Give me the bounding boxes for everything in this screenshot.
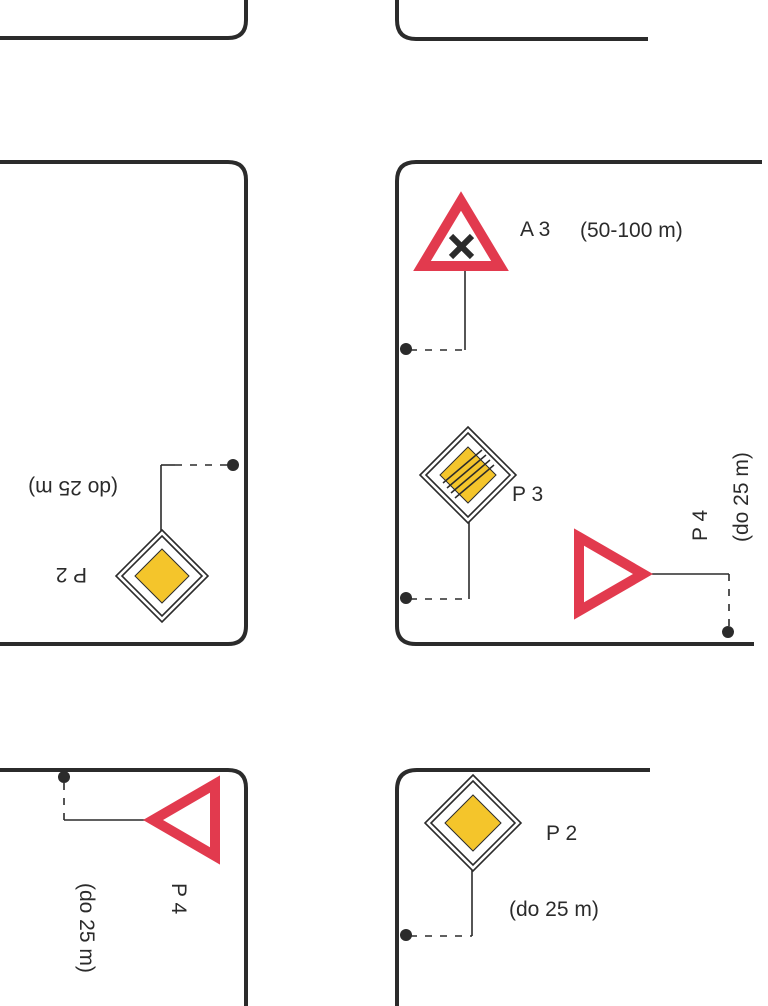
p4-bottom-sign-group: P 4 (do 25 m): [58, 771, 220, 973]
a3-mount-dot: [400, 343, 412, 355]
a3-sign-group: A 3 (50-100 m): [400, 191, 683, 355]
a3-distance-label: (50-100 m): [580, 219, 683, 242]
end-of-priority-road-icon: [418, 425, 518, 525]
p4-bottom-distance-label: (do 25 m): [75, 883, 98, 973]
block-bottom-left: [0, 768, 248, 1006]
a3-sign-label: A 3: [520, 218, 550, 241]
p3-sign-group: P 3: [400, 425, 543, 604]
yield-triangle-icon: [143, 775, 220, 865]
priority-road-diamond-icon: [114, 528, 210, 624]
yield-triangle-icon: [574, 528, 653, 620]
p4-right-distance-label: (do 25 m): [730, 452, 753, 542]
p4-right-sign-label: P 4: [689, 510, 712, 541]
block-top-right: [395, 0, 648, 41]
p3-sign-label: P 3: [512, 483, 543, 506]
p2-left-sign-group: P 2 (do 25 m): [28, 459, 239, 624]
p2-bottom-mount-dot: [400, 929, 412, 941]
p2-left-distance-label: (do 25 m): [28, 476, 118, 499]
warning-triangle-icon: [413, 191, 509, 271]
block-middle-right: [395, 160, 762, 646]
block-bottom-right: [395, 768, 650, 1006]
block-middle-left: [0, 160, 248, 646]
priority-road-diamond-icon: [423, 773, 523, 873]
p4-bottom-sign-label: P 4: [167, 883, 190, 914]
p2-bottom-sign-label: P 2: [546, 822, 577, 845]
p2-left-sign-label: P 2: [56, 563, 87, 586]
block-top-left: [0, 0, 248, 40]
p3-mount-dot: [400, 592, 412, 604]
p4-right-mount-dot: [722, 626, 734, 638]
p2-bottom-sign-group: P 2 (do 25 m): [400, 773, 599, 941]
p2-left-mount-dot: [227, 459, 239, 471]
p2-bottom-distance-label: (do 25 m): [509, 898, 599, 921]
cross-icon: [448, 233, 475, 260]
p4-right-sign-group: P 4 (do 25 m): [574, 452, 753, 638]
p4-bottom-mount-dot: [58, 771, 70, 783]
